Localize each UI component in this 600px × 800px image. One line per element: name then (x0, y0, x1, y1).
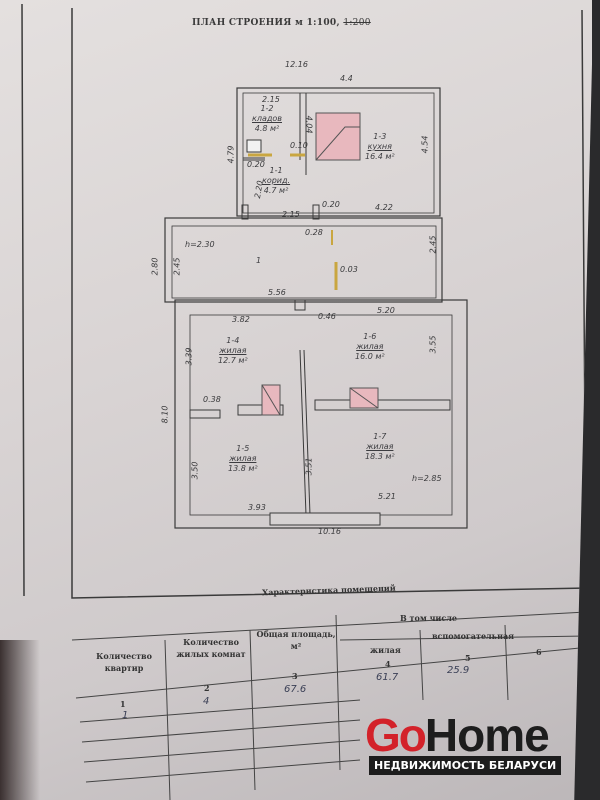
dim: 4.54 (420, 135, 430, 154)
col-header-living-rooms: Количество жилых комнат (176, 637, 246, 659)
dim: 3.55 (428, 335, 438, 354)
col-number: 1 (120, 699, 126, 709)
dim: 8.10 (160, 405, 170, 424)
dim: 2.15 (282, 210, 300, 219)
value-auxiliary-area: 25.9 (447, 665, 470, 676)
dim: 2.45 (428, 235, 438, 254)
col-header-auxiliary: вспомогательная (432, 631, 515, 641)
shadow (0, 640, 40, 800)
dim: 4.4 (340, 74, 353, 83)
wall-top-block (236, 87, 441, 217)
dim: 5.21 (378, 492, 396, 501)
dim: 4.04 (304, 115, 314, 134)
dim: 0.38 (203, 395, 221, 404)
watermark-subtitle: НЕДВИЖИМОСТЬ БЕЛАРУСИ (369, 756, 562, 775)
col-header-total-area: Общая площадь, м² (256, 629, 336, 651)
dim: h=2.85 (412, 474, 442, 483)
col-number: 2 (204, 683, 210, 693)
value-living-area: 61.7 (376, 672, 399, 683)
dim: 4.79 (226, 145, 236, 164)
col-number: 6 (536, 647, 542, 657)
col-number: 5 (465, 653, 471, 663)
dim: 0.10 (290, 141, 308, 150)
dim: h=2.30 (185, 240, 215, 249)
col-header-living-area: жилая (370, 645, 401, 655)
dim: 12.16 (285, 60, 308, 69)
col-header-apartments: Количество квартир (96, 651, 152, 673)
dim: 4.22 (375, 203, 393, 212)
wall-hall (164, 217, 443, 303)
characteristics-table (71, 611, 586, 800)
dim: 3.82 (232, 315, 250, 324)
wall-lower-block (174, 299, 468, 529)
dim: 0.20 (247, 160, 265, 169)
dim: 3.39 (184, 347, 194, 366)
dim: 2.80 (150, 257, 160, 276)
value-apartments: 1 (122, 710, 129, 721)
dim: 0.46 (318, 312, 336, 321)
plan-title: ПЛАН СТРОЕНИЯ м 1:100, 1:200 (192, 18, 371, 28)
value-living-rooms: 4 (203, 696, 210, 707)
frame (21, 3, 587, 599)
col-number: 3 (292, 671, 298, 681)
dim: 0.20 (322, 200, 340, 209)
watermark-home: Home (424, 709, 550, 761)
dim: 2.15 (262, 95, 280, 104)
dim: 0.28 (305, 228, 323, 237)
title-struck-scale: 1:200 (343, 18, 371, 28)
stove (315, 112, 361, 161)
dim: 5.56 (268, 288, 286, 297)
watermark-go: Go (365, 709, 427, 761)
title-text: ПЛАН СТРОЕНИЯ м 1:100, (192, 18, 340, 28)
dim: 3.93 (248, 503, 266, 512)
dim: 5.20 (377, 306, 395, 315)
dim: 10.16 (318, 527, 341, 536)
room-hall: 1 (256, 256, 262, 265)
dim: 3.51 (304, 457, 314, 476)
dim: 3.50 (190, 461, 200, 480)
col-header-including: В том числе (400, 613, 457, 623)
value-total-area: 67.6 (284, 684, 307, 695)
gohome-watermark: GoHome НЕДВИЖИМОСТЬ БЕЛАРУСИ (365, 708, 562, 775)
col-number: 4 (385, 659, 391, 669)
dim: 2.45 (172, 257, 182, 276)
dim: 0.03 (340, 265, 358, 274)
